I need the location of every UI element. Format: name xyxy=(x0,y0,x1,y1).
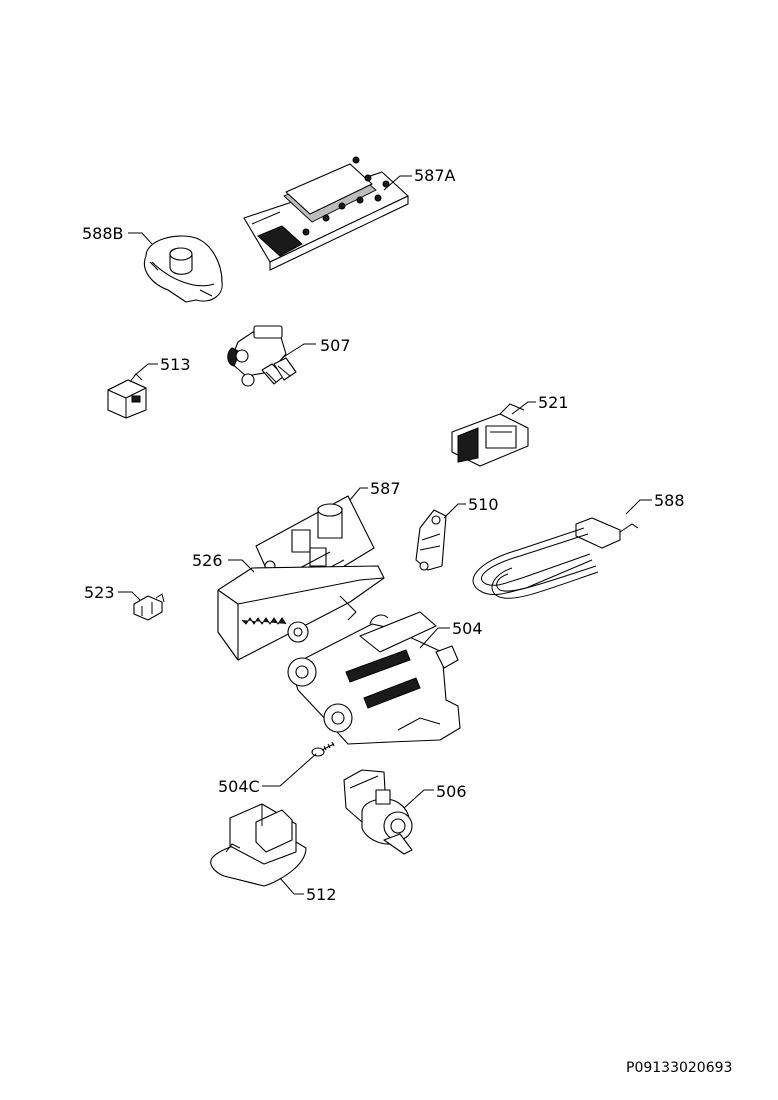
part-526-bracket[interactable] xyxy=(415,509,447,571)
part-512-filter-cover[interactable] xyxy=(210,803,307,887)
label-504: 504 xyxy=(452,619,483,638)
part-521-switch[interactable] xyxy=(451,403,529,467)
part-504-motor[interactable] xyxy=(287,611,461,745)
part-510-heating-element[interactable] xyxy=(472,517,639,599)
part-504c-screw[interactable] xyxy=(311,741,335,757)
label-588b: 588B xyxy=(82,224,124,243)
label-521: 521 xyxy=(538,393,569,412)
label-507: 507 xyxy=(320,336,351,355)
label-504c: 504C xyxy=(218,777,260,796)
part-588-board-housing[interactable] xyxy=(217,565,385,661)
label-588: 526 xyxy=(192,551,223,570)
part-588b-cover[interactable] xyxy=(144,235,223,303)
label-587: 587 xyxy=(370,479,401,498)
label-526: 510 xyxy=(468,495,499,514)
label-587a: 587A xyxy=(414,166,456,185)
part-506-drain-pump[interactable] xyxy=(343,769,413,855)
part-523-clip[interactable] xyxy=(133,593,165,621)
label-510: 588 xyxy=(654,491,685,510)
part-587a-control-board[interactable] xyxy=(243,156,409,271)
part-507-inlet-valve[interactable] xyxy=(227,325,297,387)
label-512: 512 xyxy=(306,885,337,904)
label-513: 513 xyxy=(160,355,191,374)
diagram-reference-code: P09133020693 xyxy=(626,1060,732,1076)
label-506: 506 xyxy=(436,782,467,801)
part-513-door-lock[interactable] xyxy=(107,373,147,419)
label-523: 523 xyxy=(84,583,115,602)
